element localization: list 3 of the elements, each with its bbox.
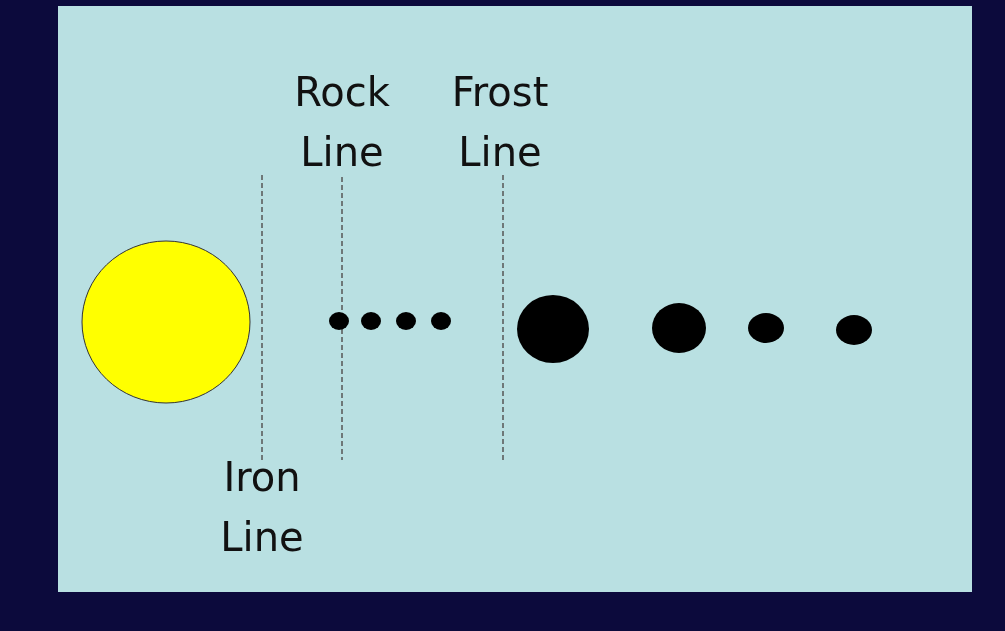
line-label: Iron Line — [219, 453, 305, 562]
line-label: Rock Line — [293, 68, 391, 177]
line-label: Frost Line — [450, 68, 550, 177]
